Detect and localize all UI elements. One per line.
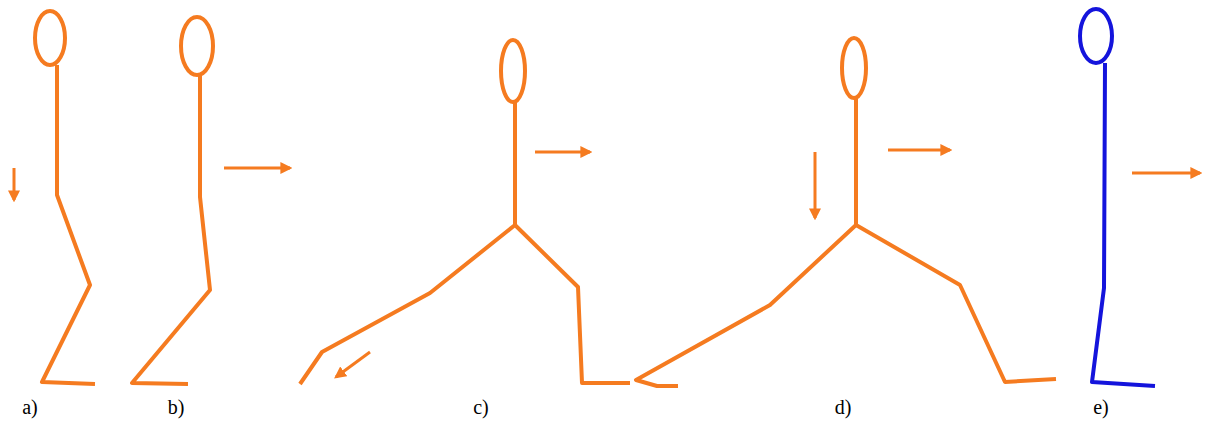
motion-arrow <box>336 352 370 377</box>
figure-front-leg <box>515 225 630 383</box>
motion-arrow <box>224 167 290 170</box>
figure-head <box>35 11 65 65</box>
figure-front-leg <box>856 225 1056 382</box>
figure-back-leg <box>636 98 856 386</box>
figure-body <box>42 65 95 384</box>
motion-arrow <box>535 151 590 154</box>
panel-label: a) <box>22 396 38 418</box>
panel-label: c) <box>473 396 489 418</box>
panel-label: d) <box>835 396 852 418</box>
motion-arrow <box>814 152 817 218</box>
figure-back-leg <box>300 102 515 384</box>
motion-arrow <box>888 149 950 152</box>
panel-label: e) <box>1093 396 1109 418</box>
motion-arrow <box>13 168 16 200</box>
motion-arrow <box>1132 172 1200 175</box>
figure-head <box>1080 9 1112 63</box>
figure-head <box>181 17 213 75</box>
figure-head <box>501 40 525 102</box>
figure-head <box>842 38 866 98</box>
panel-label: b) <box>168 396 185 418</box>
figure-body <box>1092 63 1155 386</box>
figure-body <box>132 75 210 384</box>
